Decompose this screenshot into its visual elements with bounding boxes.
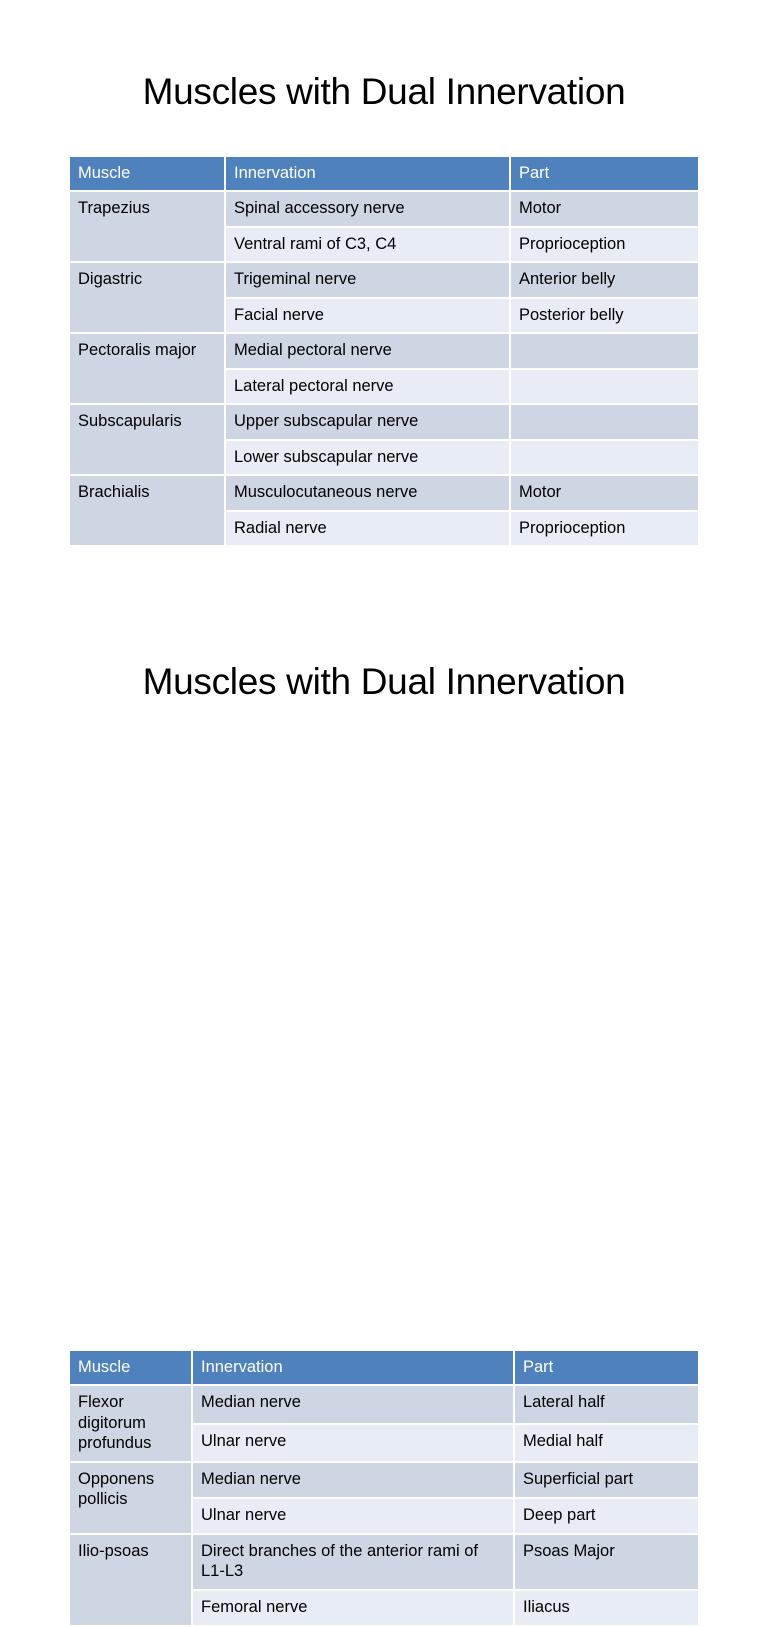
cell-part: Psoas Major (514, 1533, 698, 1591)
table-body: Flexor digitorum profundus Median nerve … (70, 1385, 698, 1627)
table-row: Lower subscapular nerve (70, 439, 698, 477)
cell-part (510, 439, 698, 477)
cell-muscle: Trapezius (70, 191, 226, 264)
slide-2: Muscles with Dual Innervation Muscle Inn… (0, 600, 768, 1627)
column-header-muscle: Muscle (70, 1351, 193, 1387)
table-row: Subscapularis Upper subscapular nerve (70, 404, 698, 477)
cell-part: Motor (510, 475, 698, 512)
cell-innervation: Lateral pectoral nerve (225, 368, 511, 406)
page-title: Muscles with Dual Innervation (142, 661, 626, 702)
page-title: Muscles with Dual Innervation (142, 71, 626, 112)
column-header-muscle: Muscle (70, 157, 226, 193)
cell-part: Anterior belly (510, 262, 698, 299)
cell-innervation: Median nerve (192, 1385, 515, 1425)
cell-innervation: Radial nerve (225, 510, 511, 547)
column-header-innervation: Innervation (225, 157, 511, 193)
table-row: Digastric Trigeminal nerve Anterior bell… (70, 262, 698, 335)
dual-innervation-table-1-wrapper: Muscle Innervation Part Trapezius Spinal… (70, 157, 698, 547)
cell-innervation: Trigeminal nerve (225, 262, 511, 299)
cell-part: Proprioception (510, 510, 698, 547)
cell-part: Iliacus (514, 1589, 698, 1627)
cell-part: Superficial part (514, 1461, 698, 1499)
cell-part: Deep part (514, 1497, 698, 1535)
column-header-part: Part (514, 1351, 698, 1387)
cell-innervation: Median nerve (192, 1461, 515, 1499)
table-row: Ilio-psoas Direct branches of the anteri… (70, 1533, 698, 1627)
cell-innervation: Ulnar nerve (192, 1497, 515, 1535)
table-header-row: Muscle Innervation Part (70, 1351, 698, 1387)
table-row: Pectoralis major Medial pectoral nerve (70, 333, 698, 406)
table-header-row: Muscle Innervation Part (70, 157, 698, 193)
cell-muscle: Opponens pollicis (70, 1461, 193, 1535)
cell-muscle: Digastric (70, 262, 226, 335)
cell-innervation: Ulnar nerve (192, 1423, 515, 1463)
slide-1: Muscles with Dual Innervation Muscle Inn… (0, 0, 768, 600)
table-row: Lateral pectoral nerve (70, 368, 698, 406)
dual-innervation-table-1: Muscle Innervation Part Trapezius Spinal… (70, 157, 698, 547)
cell-innervation: Direct branches of the anterior rami of … (192, 1533, 515, 1591)
table-body: Trapezius Spinal accessory nerve Motor V… (70, 191, 698, 547)
table-header: Muscle Innervation Part (70, 1351, 698, 1387)
cell-part: Posterior belly (510, 297, 698, 335)
table-row: Flexor digitorum profundus Median nerve … (70, 1385, 698, 1463)
cell-muscle: Flexor digitorum profundus (70, 1385, 193, 1463)
cell-part: Motor (510, 191, 698, 228)
cell-innervation: Lower subscapular nerve (225, 439, 511, 477)
table-row: Ventral rami of C3, C4 Proprioception (70, 226, 698, 264)
cell-muscle: Pectoralis major (70, 333, 226, 406)
table-row: Opponens pollicis Median nerve Superfici… (70, 1461, 698, 1535)
cell-innervation: Femoral nerve (192, 1589, 515, 1627)
column-header-innervation: Innervation (192, 1351, 515, 1387)
cell-innervation: Musculocutaneous nerve (225, 475, 511, 512)
cell-part (510, 404, 698, 441)
cell-innervation: Facial nerve (225, 297, 511, 335)
cell-part: Lateral half (514, 1385, 698, 1425)
cell-part: Medial half (514, 1423, 698, 1463)
cell-part (510, 368, 698, 406)
cell-muscle: Brachialis (70, 475, 226, 547)
table-row: Trapezius Spinal accessory nerve Motor (70, 191, 698, 264)
cell-part (510, 333, 698, 370)
cell-muscle: Subscapularis (70, 404, 226, 477)
cell-innervation: Upper subscapular nerve (225, 404, 511, 441)
table-row: Facial nerve Posterior belly (70, 297, 698, 335)
dual-innervation-table-2-wrapper: Muscle Innervation Part Flexor digitorum… (70, 1351, 698, 1627)
cell-innervation: Ventral rami of C3, C4 (225, 226, 511, 264)
dual-innervation-table-2: Muscle Innervation Part Flexor digitorum… (70, 1351, 698, 1627)
cell-part: Proprioception (510, 226, 698, 264)
table-row: Brachialis Musculocutaneous nerve Motor (70, 475, 698, 547)
column-header-part: Part (510, 157, 698, 193)
table-header: Muscle Innervation Part (70, 157, 698, 193)
cell-innervation: Medial pectoral nerve (225, 333, 511, 370)
cell-innervation: Spinal accessory nerve (225, 191, 511, 228)
table-row: Radial nerve Proprioception (70, 510, 698, 547)
cell-muscle: Ilio-psoas (70, 1533, 193, 1627)
